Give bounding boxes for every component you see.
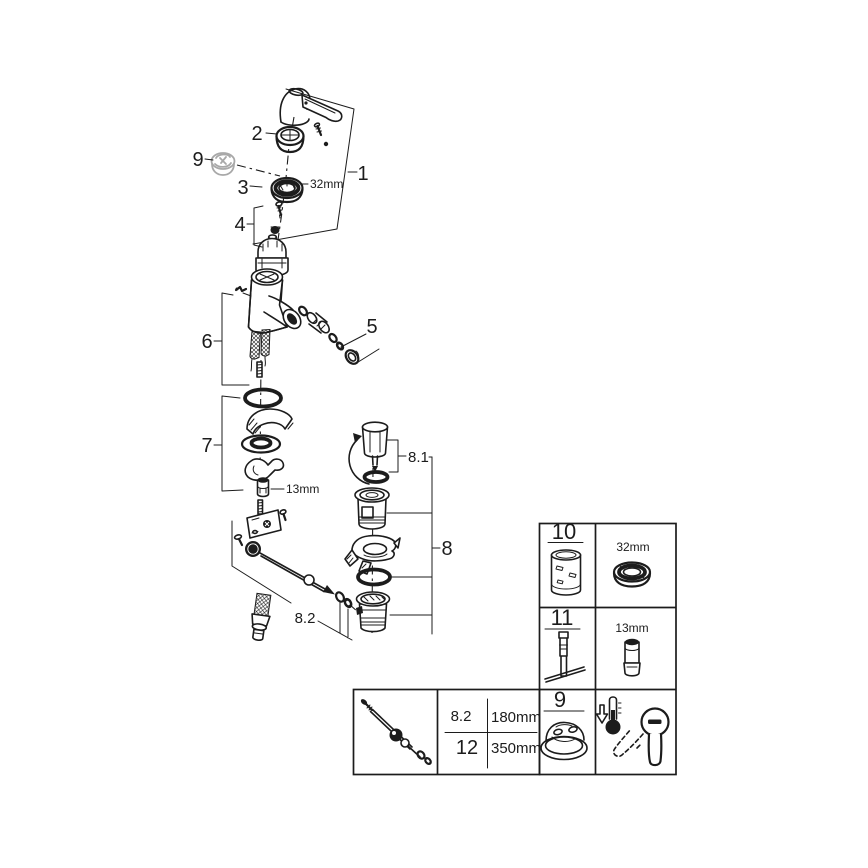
parts-box-10-label: 10 [552, 519, 576, 544]
callout-3-label: 3 [237, 177, 248, 199]
mounting-stack [240, 387, 294, 481]
socket-13mm-part [256, 477, 270, 515]
callout-4-label: 4 [234, 214, 245, 236]
cap-ring [275, 125, 305, 154]
thermometer-down-icon [595, 696, 622, 735]
connector-part [251, 592, 272, 641]
handle-screw [313, 122, 329, 147]
size-table: 8.2 180mm 12 350mm [352, 688, 541, 776]
callout-8-1: 8.1 [386, 439, 433, 473]
callout-1: 1 [252, 88, 369, 245]
callout-7-label: 7 [201, 435, 212, 457]
parts-box-cell-13mm: 13mm [615, 621, 649, 677]
plug-part-grey [210, 152, 236, 176]
callout-5: 5 [340, 316, 380, 365]
parts-box-cell-9: 9 [540, 687, 588, 761]
dim-32mm-label: 32mm [310, 177, 343, 191]
ring-nut-32mm [612, 561, 652, 588]
callout-2-label: 2 [251, 123, 262, 145]
cartridge-tool-10 [550, 549, 582, 596]
parts-box-13mm-label: 13mm [615, 621, 648, 635]
pull-rod-kit [233, 509, 353, 641]
callout-8-1-label: 8.1 [408, 449, 429, 466]
callout-9-label: 9 [192, 149, 203, 171]
callout-5-label: 5 [366, 316, 377, 338]
supply-hoses [249, 328, 271, 372]
mounting-tool-11 [544, 631, 586, 683]
faucet-body [234, 268, 302, 378]
callout-8-2-label: 8.2 [295, 610, 316, 627]
pull-knob [348, 421, 389, 485]
parts-box: 10 32mm 11 [538, 519, 677, 776]
size-ref-12: 12 [456, 737, 478, 759]
parts-box-cell-11: 11 [544, 605, 586, 683]
size-ref-8-2: 8.2 [451, 708, 472, 725]
callout-2: 2 [251, 123, 278, 145]
dim-32mm: 32mm [301, 177, 343, 191]
dim-13mm-label: 13mm [286, 482, 319, 496]
plug-part-9 [540, 721, 588, 761]
callout-9: 9 [192, 149, 214, 171]
escutcheon-ring [270, 176, 304, 204]
size-length-180mm: 180mm [491, 709, 541, 726]
rod-kit-drawing [360, 699, 432, 766]
parts-box-11-label: 11 [551, 605, 574, 630]
retaining-clip [234, 285, 252, 297]
callout-8-2: 8.2 [231, 520, 353, 641]
drain-assembly: 8.1 [344, 421, 433, 633]
parts-box-32mm-label: 32mm [616, 540, 649, 554]
lever-handle-icon [612, 707, 670, 767]
parts-box-cell-10: 10 [547, 519, 584, 596]
popup-plug [354, 487, 390, 530]
size-length-350mm: 350mm [491, 740, 541, 757]
lever-handle [279, 87, 343, 147]
drain-body [355, 591, 391, 633]
size-table-row-8-2: 8.2 180mm [451, 708, 541, 726]
callout-8-label: 8 [441, 538, 452, 560]
aerator-parts [298, 305, 360, 365]
callout-3: 3 [237, 177, 263, 199]
drain-o-ring [356, 567, 392, 587]
drain-saddle [344, 534, 401, 575]
callout-7: 7 [201, 395, 244, 492]
parts-box-9-label: 9 [554, 687, 566, 712]
callout-8: 8 [386, 456, 453, 635]
threaded-stud [256, 361, 263, 378]
callout-4: 4 [234, 205, 264, 248]
socket-tool-13mm [623, 638, 641, 677]
size-table-row-12: 12 350mm [456, 737, 541, 759]
callout-6-label: 6 [201, 331, 212, 353]
dim-13mm: 13mm [270, 482, 319, 496]
parts-box-cell-32mm: 32mm [612, 540, 652, 588]
callout-1-label: 1 [357, 163, 368, 185]
parts-box-cell-usage [595, 696, 670, 767]
callout-6: 6 [201, 292, 250, 386]
